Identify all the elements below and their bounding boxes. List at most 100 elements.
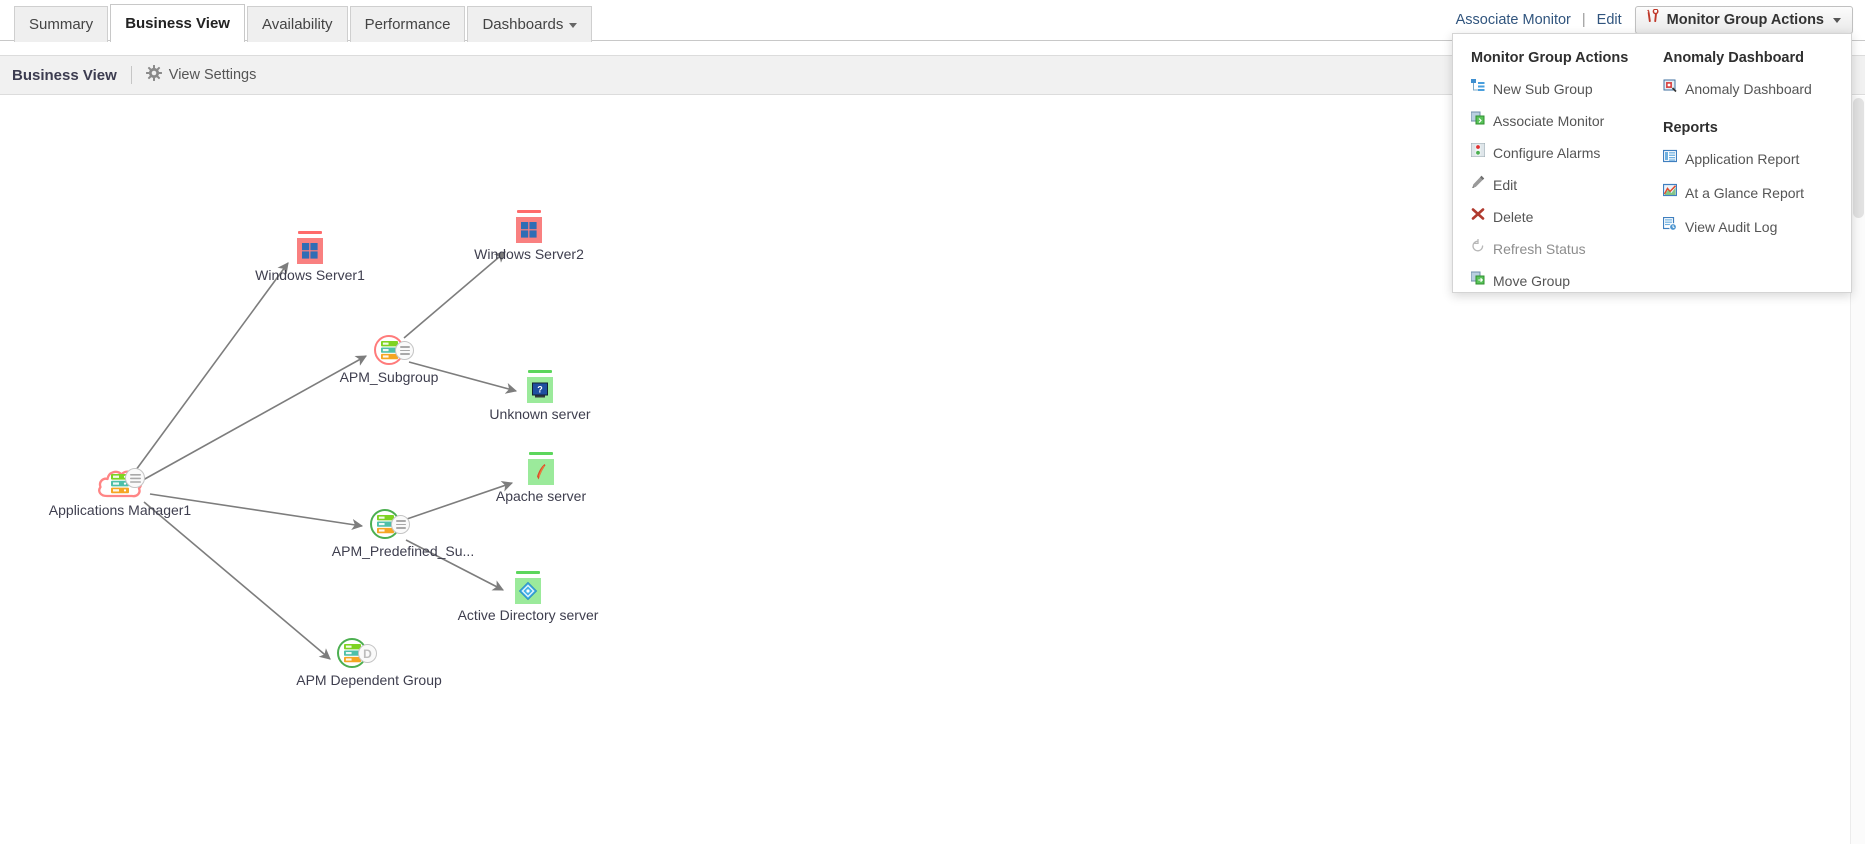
status-bar-clear xyxy=(516,571,540,574)
server-stack-icon xyxy=(111,474,129,494)
view-audit-log-icon xyxy=(1662,216,1677,236)
menu-item-label: At a Glance Report xyxy=(1685,184,1805,201)
menu-item-label: Delete xyxy=(1493,208,1534,225)
server-stack-icon xyxy=(377,515,394,534)
menu-item-delete[interactable]: Delete xyxy=(1471,207,1645,226)
application-report-icon xyxy=(1662,149,1678,168)
monitor-group-actions-label: Monitor Group Actions xyxy=(1666,12,1824,28)
node-active-directory-server[interactable]: Active Directory server xyxy=(458,571,598,623)
action-separator: | xyxy=(1581,12,1586,28)
cloud-group-icon xyxy=(96,466,145,500)
menu-item-at-a-glance-report[interactable]: At a Glance Report xyxy=(1662,183,1853,202)
group-menu-badge-icon[interactable] xyxy=(125,468,145,488)
move-group-icon xyxy=(1470,271,1485,290)
menu-item-label: Refresh Status xyxy=(1493,240,1586,257)
menu-item-view-audit-log[interactable]: View Audit Log xyxy=(1662,216,1853,236)
menu-item-configure-alarms[interactable]: Configure Alarms xyxy=(1470,142,1645,162)
menu-item-application-report[interactable]: Application Report xyxy=(1662,149,1853,168)
node-apache-server[interactable]: Apache server xyxy=(496,452,586,504)
menu-item-label: Configure Alarms xyxy=(1493,144,1601,161)
group-menu-badge-icon[interactable] xyxy=(395,341,414,360)
anomaly-dashboard-icon xyxy=(1663,79,1677,98)
menu-item-label: View Audit Log xyxy=(1685,218,1778,235)
page-title: Business View xyxy=(12,66,117,84)
status-bar-critical xyxy=(517,210,541,213)
server-stack-icon xyxy=(344,644,361,663)
menu-heading-reports: Reports xyxy=(1663,120,1718,136)
pencil-icon xyxy=(1471,175,1485,194)
tab-dashboards[interactable]: Dashboards xyxy=(467,6,593,42)
node-windows-server2[interactable]: Windows Server2 xyxy=(474,210,584,262)
node-apm-predefined-subgroup[interactable]: APM_Predefined_Su... xyxy=(332,509,474,559)
apache-feather-icon xyxy=(528,459,554,485)
tools-icon xyxy=(1645,7,1661,33)
node-applications-manager1[interactable]: Applications Manager1 xyxy=(49,466,191,518)
tab-availability[interactable]: Availability xyxy=(246,6,348,42)
circle-group-icon xyxy=(370,509,410,539)
windows-monitor-icon xyxy=(297,231,323,264)
tab-business-view[interactable]: Business View xyxy=(110,4,245,42)
view-settings-button[interactable]: View Settings xyxy=(145,65,257,85)
at-a-glance-report-icon xyxy=(1662,183,1678,202)
tab-bar: Summary Business View Availability Perfo… xyxy=(0,0,1865,42)
edit-link[interactable]: Edit xyxy=(1596,12,1622,28)
tab-summary-label: Summary xyxy=(29,16,94,33)
status-bar-clear xyxy=(529,452,553,455)
canvas-scrollbar[interactable] xyxy=(1850,96,1865,844)
tab-performance-label: Performance xyxy=(364,16,451,33)
menu-item-move-group[interactable]: Move Group xyxy=(1470,271,1645,290)
node-unknown-server[interactable]: ? Unknown server xyxy=(489,370,591,422)
menu-item-label: Associate Monitor xyxy=(1493,112,1605,129)
status-bar-critical xyxy=(298,231,322,234)
menu-item-label: New Sub Group xyxy=(1493,80,1593,97)
menu-column-reports: Anomaly Dashboard Anomaly Dashboard Repo… xyxy=(1649,34,1853,236)
topology-edges xyxy=(132,251,518,660)
svg-text:?: ? xyxy=(537,384,543,394)
menu-item-anomaly-dashboard[interactable]: Anomaly Dashboard xyxy=(1663,79,1853,98)
menu-item-label: Anomaly Dashboard xyxy=(1685,80,1812,97)
question-monitor-icon: ? xyxy=(527,377,553,403)
chevron-down-icon xyxy=(569,22,578,28)
node-label: Windows Server2 xyxy=(474,246,584,262)
node-windows-server1[interactable]: Windows Server1 xyxy=(255,231,365,283)
menu-item-label: Edit xyxy=(1493,176,1518,193)
associate-monitor-link[interactable]: Associate Monitor xyxy=(1455,12,1571,28)
tab-list: Summary Business View Availability Perfo… xyxy=(14,4,594,42)
node-label: APM_Predefined_Su... xyxy=(331,543,475,559)
node-apm-dependent-group[interactable]: D APM Dependent Group xyxy=(296,638,442,688)
monitor-group-actions-button[interactable]: Monitor Group Actions xyxy=(1634,6,1853,34)
associate-monitor-icon xyxy=(1470,111,1485,130)
view-settings-label: View Settings xyxy=(168,67,257,83)
status-bar-clear xyxy=(528,370,552,373)
new-sub-group-icon xyxy=(1471,79,1485,98)
menu-item-associate-monitor[interactable]: Associate Monitor xyxy=(1470,111,1645,130)
monitor-group-actions-menu[interactable]: Monitor Group Actions New Sub Group Asso… xyxy=(1452,33,1852,293)
active-directory-monitor-icon xyxy=(515,571,541,604)
circle-group-icon xyxy=(374,335,414,365)
refresh-icon xyxy=(1471,239,1485,258)
menu-item-refresh-status[interactable]: Refresh Status xyxy=(1471,239,1645,258)
group-menu-badge-icon[interactable] xyxy=(391,515,410,534)
dependent-group-icon: D xyxy=(337,638,377,668)
menu-column-monitor-group-actions: Monitor Group Actions New Sub Group Asso… xyxy=(1453,34,1645,290)
tab-summary[interactable]: Summary xyxy=(14,6,109,42)
configure-alarms-icon xyxy=(1470,142,1486,162)
node-apm-subgroup[interactable]: APM_Subgroup xyxy=(340,335,438,385)
menu-item-label: Move Group xyxy=(1493,272,1571,289)
tab-dashboards-label: Dashboards xyxy=(482,16,564,33)
node-label: Apache server xyxy=(495,488,587,504)
delete-x-icon xyxy=(1471,207,1485,226)
dependent-badge-icon[interactable]: D xyxy=(358,644,377,663)
apache-monitor-icon xyxy=(528,452,554,485)
menu-item-new-sub-group[interactable]: New Sub Group xyxy=(1471,79,1645,98)
windows-monitor-icon xyxy=(516,210,542,243)
server-stack-icon xyxy=(381,341,398,360)
windows-logo-icon xyxy=(297,238,323,264)
tab-business-view-label: Business View xyxy=(125,15,230,32)
canvas-scrollbar-thumb[interactable] xyxy=(1853,98,1864,218)
node-label: APM_Subgroup xyxy=(339,369,439,385)
tab-performance[interactable]: Performance xyxy=(349,6,466,42)
unknown-monitor-icon: ? xyxy=(527,370,553,403)
menu-item-edit[interactable]: Edit xyxy=(1471,175,1645,194)
node-label: Active Directory server xyxy=(457,607,599,623)
